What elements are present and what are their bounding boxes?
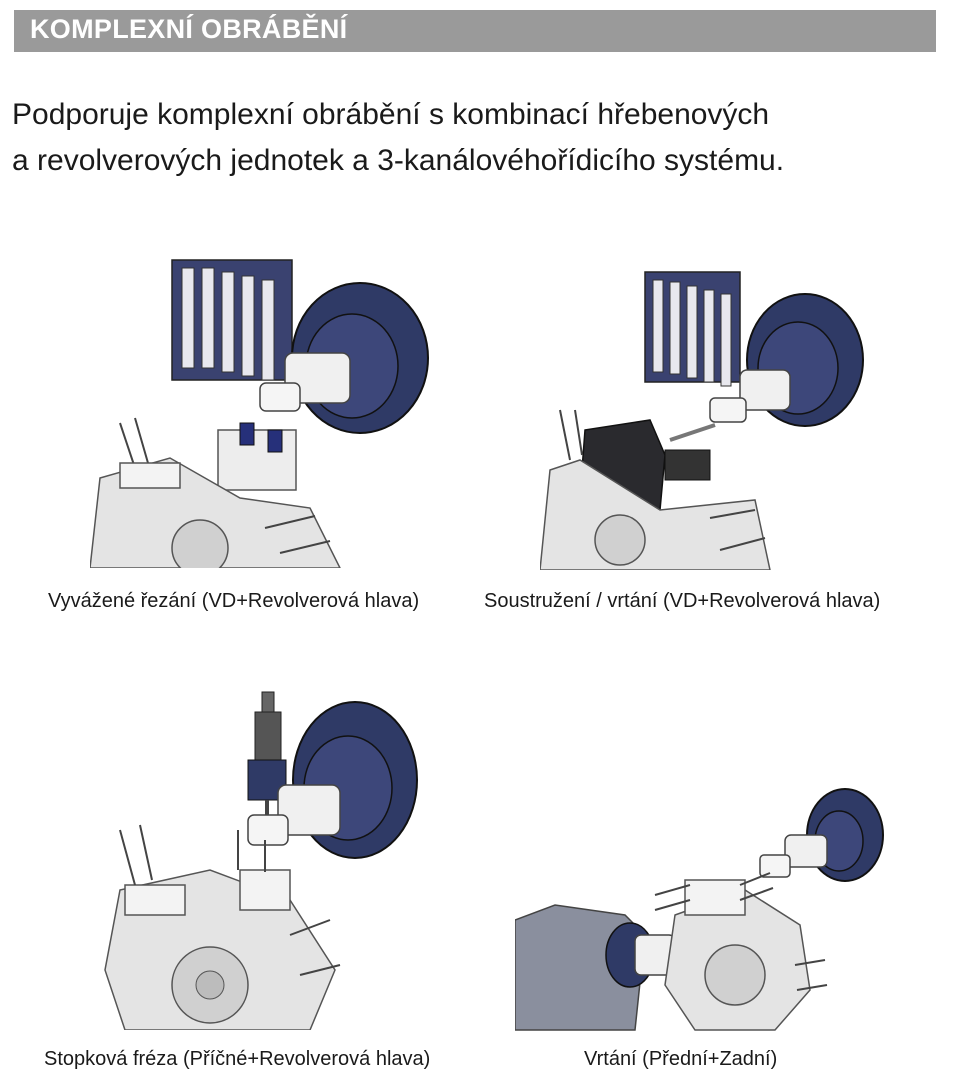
caption-turning-drilling: Soustružení / vrtání (VD+Revolverová hla… [484,590,881,612]
intro-paragraph: Podporuje komplexní obrábění s kombinací… [12,92,932,184]
figure-end-mill [90,690,430,1030]
figure-turning-drilling [540,270,880,570]
drilling-front-back-illustration [515,788,884,1031]
caption-end-mill: Stopková fréza (Příčné+Revolverová hlava… [44,1048,431,1070]
section-title: KOMPLEXNÍ OBRÁBĚNÍ [30,14,348,44]
intro-line-2: a revolverových jednotek a 3-kanálovéhoř… [12,144,785,177]
turning-drilling-illustration [540,271,864,570]
end-mill-illustration [104,691,418,1030]
caption-balanced-cutting: Vyvážené řezání (VD+Revolverová hlava) [48,590,420,612]
figure-drilling-front-back [515,785,890,1035]
caption-drilling-front-back: Vrtání (Přední+Zadní) [584,1048,778,1070]
balanced-cutting-illustration [90,259,429,568]
section-header-bar [14,10,936,52]
intro-line-1: Podporuje komplexní obrábění s kombinací… [12,98,770,131]
figure-balanced-cutting [90,258,430,568]
